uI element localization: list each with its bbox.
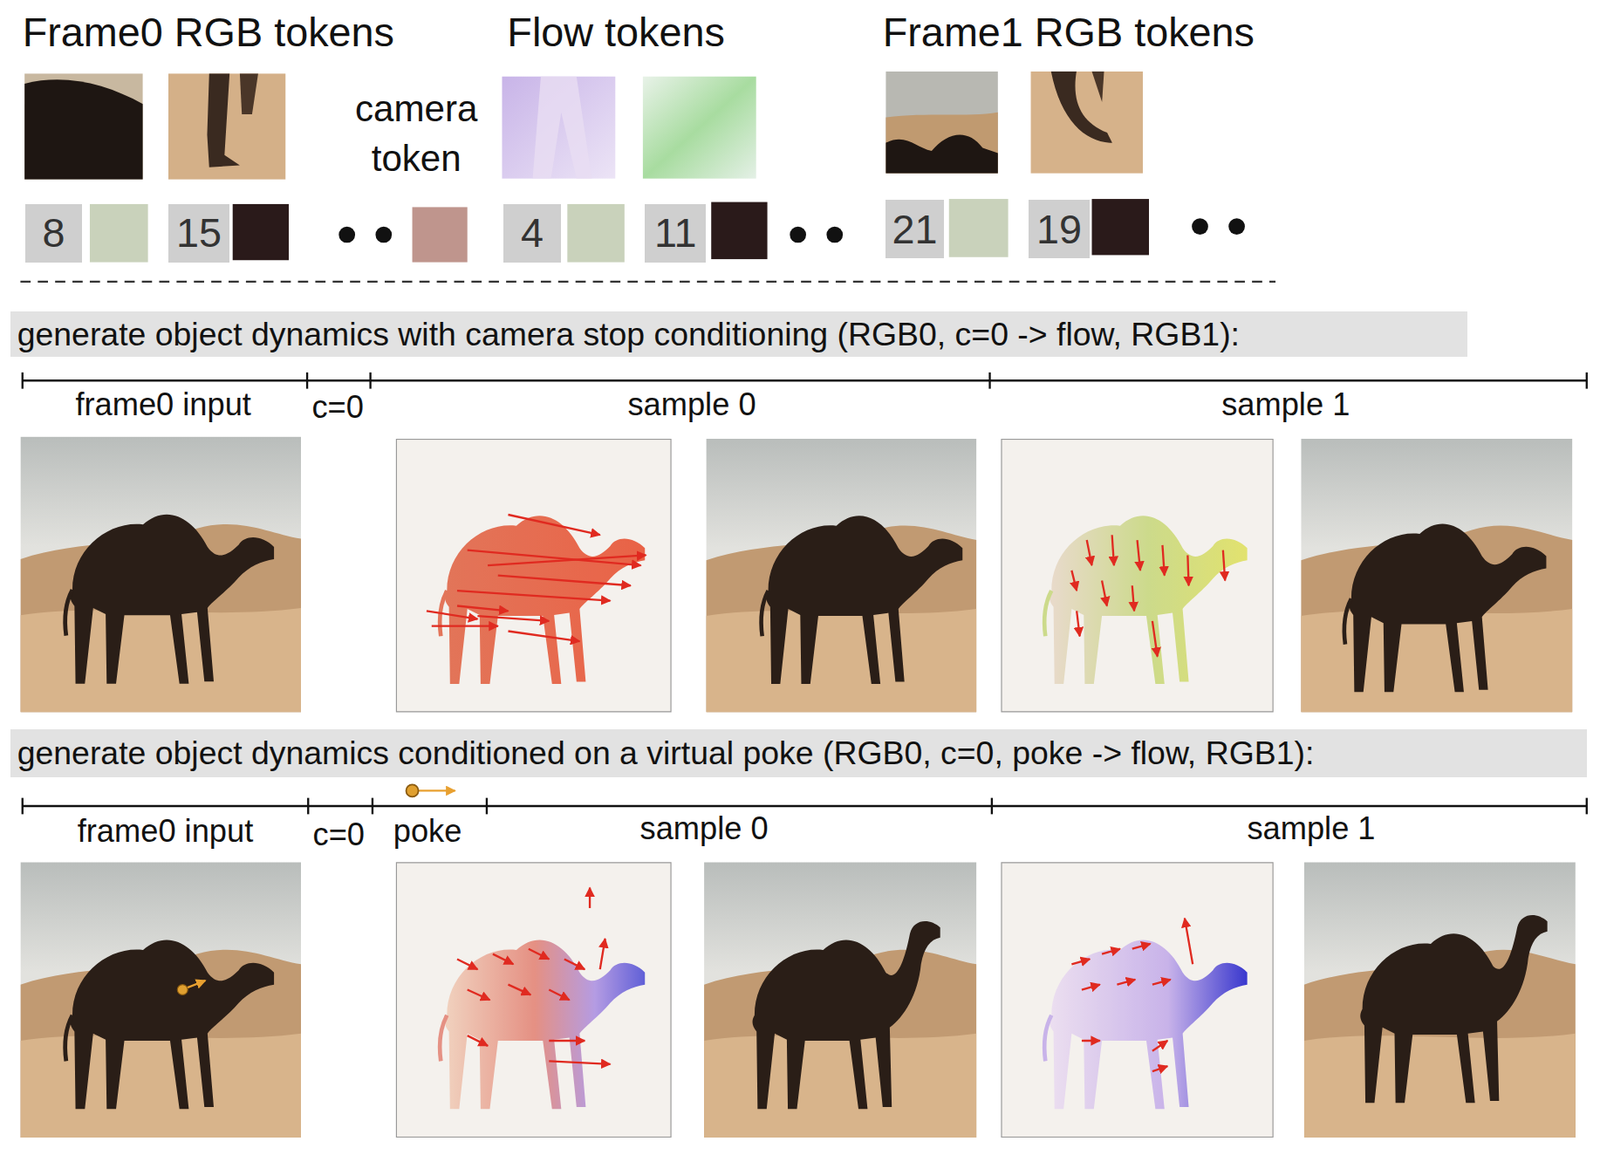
poke-icon (406, 784, 456, 797)
photo-frame0 (20, 437, 301, 713)
token-index: 15 (168, 204, 230, 263)
task-band: generate object dynamics conditioned on … (10, 729, 1587, 778)
flow-map (1000, 438, 1273, 712)
photo-frame1 (1300, 438, 1573, 712)
photo-frame1 (704, 861, 977, 1138)
ruler-label: sample 0 (627, 386, 756, 425)
ruler-label: frame0 input (77, 812, 254, 851)
token-swatch (949, 198, 1009, 258)
token-number: 11 (654, 209, 698, 257)
token-index: 21 (885, 199, 944, 259)
photo-frame1 (705, 438, 977, 712)
ruler-label: poke (393, 812, 463, 851)
token-swatch (567, 204, 624, 263)
band-text: generate object dynamics conditioned on … (17, 734, 1315, 773)
ruler-label: sample 0 (640, 809, 769, 848)
task-band: generate object dynamics with camera sto… (10, 311, 1468, 358)
token-label: camera token (339, 85, 493, 185)
token-number: 4 (520, 209, 544, 257)
flow-patch (501, 76, 616, 179)
photo-frame0 (20, 861, 301, 1138)
rgb-patch (24, 73, 144, 180)
ruler-label: c=0 (311, 388, 363, 427)
rgb-patch (168, 73, 287, 180)
section-heading: Flow tokens (506, 7, 725, 57)
rgb-patch (1030, 71, 1143, 174)
flow-map (1000, 861, 1273, 1138)
token-index: 19 (1028, 199, 1090, 259)
flow-map (396, 861, 672, 1138)
flow-patch-shape (533, 76, 593, 179)
token-number: 21 (892, 205, 938, 253)
ruler-label: sample 1 (1246, 809, 1375, 848)
token-swatch (711, 202, 767, 260)
token-swatch (1092, 198, 1149, 255)
dashed-separator (20, 280, 1276, 283)
token-number: 8 (41, 209, 65, 257)
ruler-label: sample 1 (1221, 386, 1350, 425)
token-index: 11 (644, 204, 706, 263)
ruler-label: c=0 (313, 815, 365, 855)
flow-patch (642, 76, 757, 179)
token-index: 8 (25, 204, 82, 263)
token-swatch (89, 204, 149, 263)
token-number: 15 (176, 209, 222, 257)
photo-frame1 (1304, 861, 1576, 1138)
token-swatch (412, 206, 468, 262)
rgb-patch (885, 71, 999, 174)
band-text: generate object dynamics with camera sto… (17, 315, 1240, 354)
section-heading: Frame1 RGB tokens (882, 7, 1255, 57)
section-heading: Frame0 RGB tokens (22, 7, 395, 57)
token-number: 19 (1036, 205, 1082, 253)
ruler-label: frame0 input (75, 386, 252, 425)
ellipsis-dots (338, 218, 1245, 243)
token-index: 4 (503, 204, 562, 263)
flow-map (396, 438, 672, 712)
token-swatch (232, 204, 289, 260)
